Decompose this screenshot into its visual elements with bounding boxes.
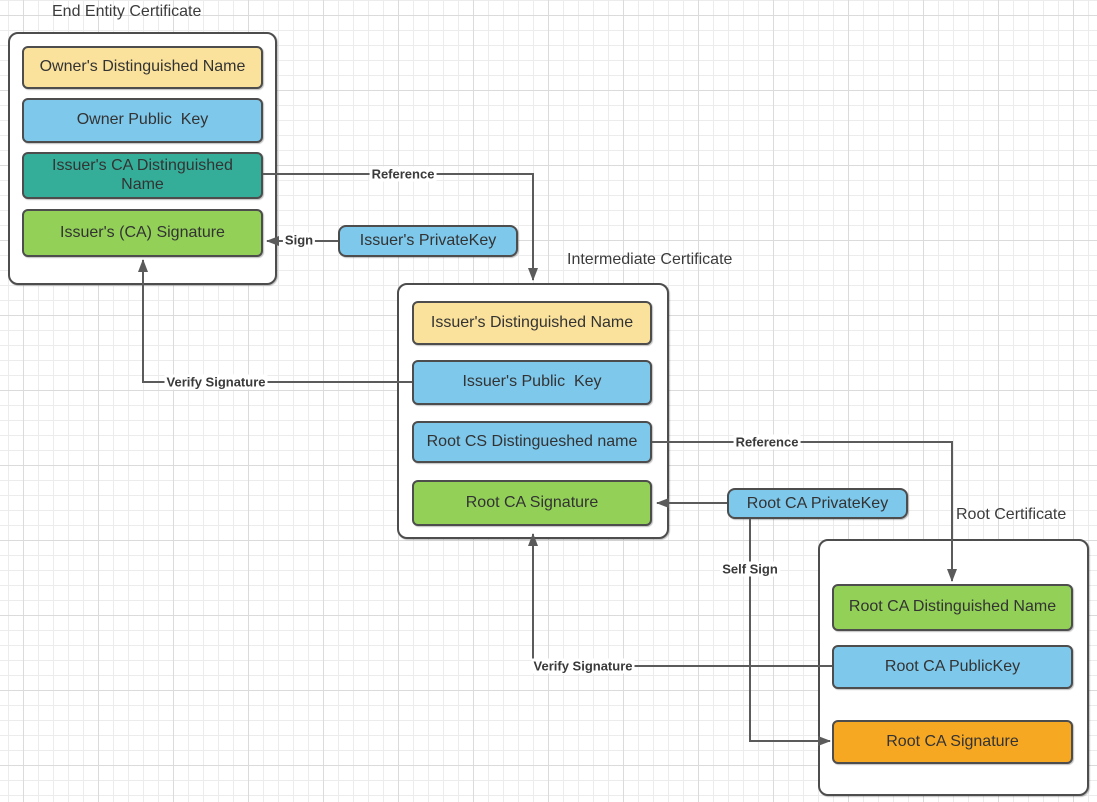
root-ca-private-key-box: Root CA PrivateKey: [727, 488, 908, 519]
reference-right-label: Reference: [733, 434, 801, 450]
issuers-ca-signature-box: Issuer's (CA) Signature: [22, 209, 263, 257]
root-ca-distinguished-name-box: Root CA Distinguished Name: [832, 584, 1073, 631]
issuers-ca-distinguished-name-box: Issuer's CA Distinguished Name: [22, 152, 263, 199]
root-cs-distingueshed-name-box: Root CS Distingueshed name: [412, 421, 652, 463]
intermediate-certificate-title: Intermediate Certificate: [567, 251, 733, 268]
issuers-distinguished-name-box: Issuer's Distinguished Name: [412, 301, 652, 345]
owner-public-key-box: Owner Public Key: [22, 98, 263, 143]
root-ca-signature-root-box: Root CA Signature: [832, 720, 1073, 764]
root-certificate-title: Root Certificate: [956, 506, 1067, 523]
root-ca-public-key-box: Root CA PublicKey: [832, 645, 1073, 689]
issuers-public-key-box: Issuer's Public Key: [412, 360, 652, 405]
intermediate-certificate-group: Issuer's Distinguished Name Issuer's Pub…: [397, 283, 669, 539]
self-sign-label: Self Sign: [720, 561, 780, 577]
root-certificate-group: Root CA Distinguished Name Root CA Publi…: [818, 539, 1089, 796]
root-ca-signature-intermediate-box: Root CA Signature: [412, 480, 652, 526]
issuers-private-key-box: Issuer's PrivateKey: [338, 225, 518, 257]
verify-signature-left-label: Verify Signature: [164, 374, 268, 390]
verify-signature-bottom-arrow: [528, 533, 832, 667]
end-entity-certificate-title: End Entity Certificate: [52, 3, 202, 20]
owners-distinguished-name-box: Owner's Distinguished Name: [22, 46, 263, 89]
verify-signature-bottom-label: Verify Signature: [531, 658, 635, 674]
end-entity-certificate-group: Owner's Distinguished Name Owner Public …: [8, 32, 277, 285]
reference-top-label: Reference: [369, 166, 437, 182]
sign-label: Sign: [282, 232, 316, 248]
